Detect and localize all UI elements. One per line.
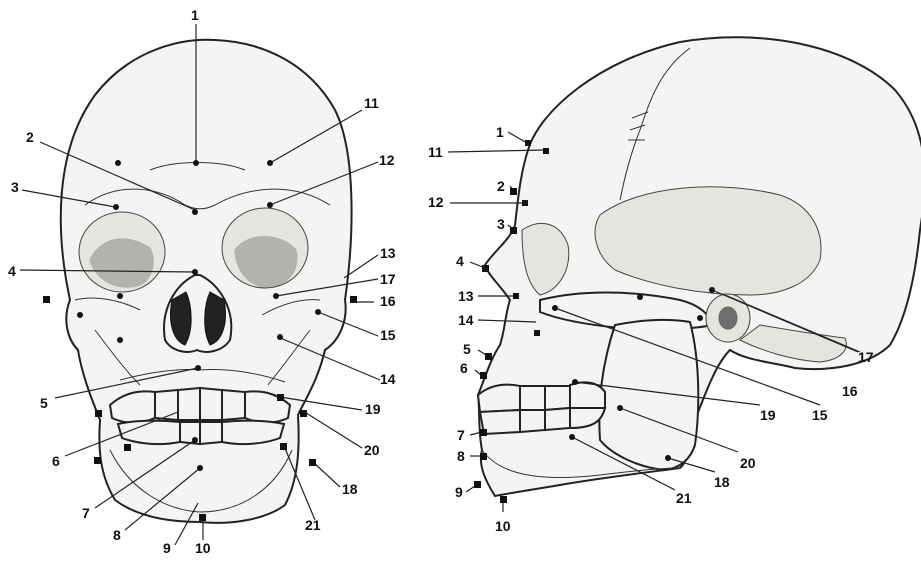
side-label-20: 20 <box>740 455 756 471</box>
front-label-3: 3 <box>11 179 19 195</box>
side-label-16: 16 <box>842 383 858 399</box>
front-label-14: 14 <box>380 371 396 387</box>
front-lower-teeth <box>118 421 284 444</box>
front-label-17: 17 <box>380 271 396 287</box>
front-label-10: 10 <box>195 540 211 556</box>
side-label-14: 14 <box>458 312 474 328</box>
side-label-7: 7 <box>457 427 465 443</box>
front-skull-drawing <box>61 40 352 523</box>
front-label-2: 2 <box>26 129 34 145</box>
front-label-9: 9 <box>163 540 171 556</box>
front-label-16: 16 <box>380 293 396 309</box>
side-label-12: 12 <box>428 194 444 210</box>
side-label-2: 2 <box>497 178 505 194</box>
front-label-1: 1 <box>191 7 199 23</box>
front-upper-teeth <box>110 388 290 423</box>
front-label-19: 19 <box>365 401 381 417</box>
front-label-18: 18 <box>342 481 358 497</box>
side-label-21: 21 <box>676 490 692 506</box>
side-label-5: 5 <box>463 341 471 357</box>
side-label-18: 18 <box>714 474 730 490</box>
front-label-11: 11 <box>364 95 379 111</box>
front-label-15: 15 <box>380 327 396 343</box>
side-label-3: 3 <box>497 216 505 232</box>
side-label-1: 1 <box>496 124 504 140</box>
side-label-4: 4 <box>456 253 464 269</box>
side-label-11: 11 <box>428 144 443 160</box>
side-skull-drawing <box>478 37 921 496</box>
front-label-4: 4 <box>8 263 16 279</box>
front-label-13: 13 <box>380 245 396 261</box>
front-label-6: 6 <box>52 453 60 469</box>
front-label-7: 7 <box>82 505 90 521</box>
side-label-8: 8 <box>457 448 465 464</box>
front-label-5: 5 <box>40 395 48 411</box>
front-label-20: 20 <box>364 442 380 458</box>
side-label-17: 17 <box>858 349 874 365</box>
side-label-19: 19 <box>760 407 776 423</box>
front-label-21: 21 <box>305 517 321 533</box>
side-label-13: 13 <box>458 288 474 304</box>
front-label-8: 8 <box>113 527 121 543</box>
side-label-6: 6 <box>460 360 468 376</box>
side-label-10: 10 <box>495 518 511 534</box>
front-label-12: 12 <box>379 152 395 168</box>
side-label-15: 15 <box>812 407 828 423</box>
side-label-9: 9 <box>455 484 463 500</box>
